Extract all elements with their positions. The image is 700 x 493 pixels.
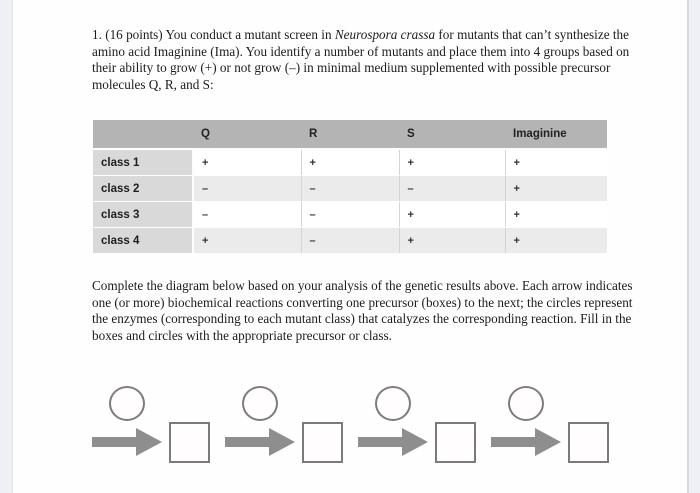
enzyme-circle	[375, 386, 411, 421]
growth-cell: –	[192, 175, 301, 202]
precursor-box	[169, 422, 210, 463]
growth-cell: –	[300, 201, 399, 228]
row-label: class 4	[93, 227, 194, 254]
growth-cell: +	[398, 227, 505, 254]
row-label: class 1	[93, 149, 194, 176]
question-text-before: 1. (16 points) You conduct a mutant scre…	[92, 27, 335, 42]
precursor-box	[302, 422, 343, 463]
question-text: 1. (16 points) You conduct a mutant scre…	[92, 27, 644, 93]
growth-cell: +	[300, 149, 399, 176]
column-header-imaginine: Imaginine	[505, 120, 607, 150]
table-row-class-1: class 1 + + + +	[93, 149, 607, 176]
arrow-head	[136, 428, 162, 456]
pathway-unit-3	[358, 385, 480, 469]
pathway-unit-2	[225, 385, 347, 469]
growth-cell: +	[398, 149, 505, 176]
growth-cell: –	[300, 175, 399, 202]
row-label: class 3	[93, 201, 194, 228]
precursor-box	[568, 422, 609, 463]
arrow-shaft	[358, 437, 402, 447]
growth-results-table: Q R S Imaginine class 1 + + + + class 2 …	[93, 120, 607, 254]
growth-cell: +	[504, 175, 607, 202]
enzyme-circle	[109, 386, 145, 421]
growth-cell: –	[300, 227, 399, 254]
table-row-class-2: class 2 – – – +	[93, 175, 607, 202]
right-arrow-icon	[491, 385, 561, 469]
question-text-after: for mutants that can’t synthesize the am…	[92, 27, 630, 92]
table-row-class-3: class 3 – – + +	[93, 201, 607, 228]
growth-cell: +	[398, 201, 505, 228]
row-label: class 2	[93, 175, 194, 202]
right-arrow-icon	[225, 385, 295, 469]
right-arrow-icon	[358, 385, 428, 469]
species-name: Neurospora crassa	[334, 27, 436, 42]
arrow-shaft	[225, 437, 269, 447]
arrow-shaft	[92, 437, 136, 447]
arrow-head	[535, 428, 561, 456]
right-arrow-icon	[92, 385, 162, 469]
growth-cell: –	[398, 175, 505, 202]
pathway-unit-1	[92, 385, 214, 469]
document-page: 1. (16 points) You conduct a mutant scre…	[12, 0, 689, 493]
enzyme-circle	[508, 386, 544, 421]
arrow-shaft	[491, 437, 535, 447]
arrow-head	[269, 428, 295, 456]
growth-cell: +	[192, 149, 301, 176]
column-header-r: R	[301, 120, 399, 150]
table-row-class-4: class 4 + – + +	[93, 227, 607, 254]
growth-cell: +	[192, 227, 301, 254]
pathway-unit-4	[491, 385, 613, 469]
column-header-s: S	[399, 120, 505, 150]
enzyme-circle	[242, 386, 278, 421]
growth-cell: –	[192, 201, 301, 228]
growth-cell: +	[504, 149, 607, 176]
table-header-row: Q R S Imaginine	[93, 120, 607, 150]
growth-cell: +	[504, 201, 607, 228]
instructions-text: Complete the diagram below based on your…	[92, 278, 633, 343]
column-header-q: Q	[193, 120, 301, 150]
arrow-head	[402, 428, 428, 456]
precursor-box	[435, 422, 476, 463]
corner-header-cell	[93, 120, 193, 150]
growth-cell: +	[504, 227, 607, 254]
pathway-diagram	[92, 385, 624, 469]
